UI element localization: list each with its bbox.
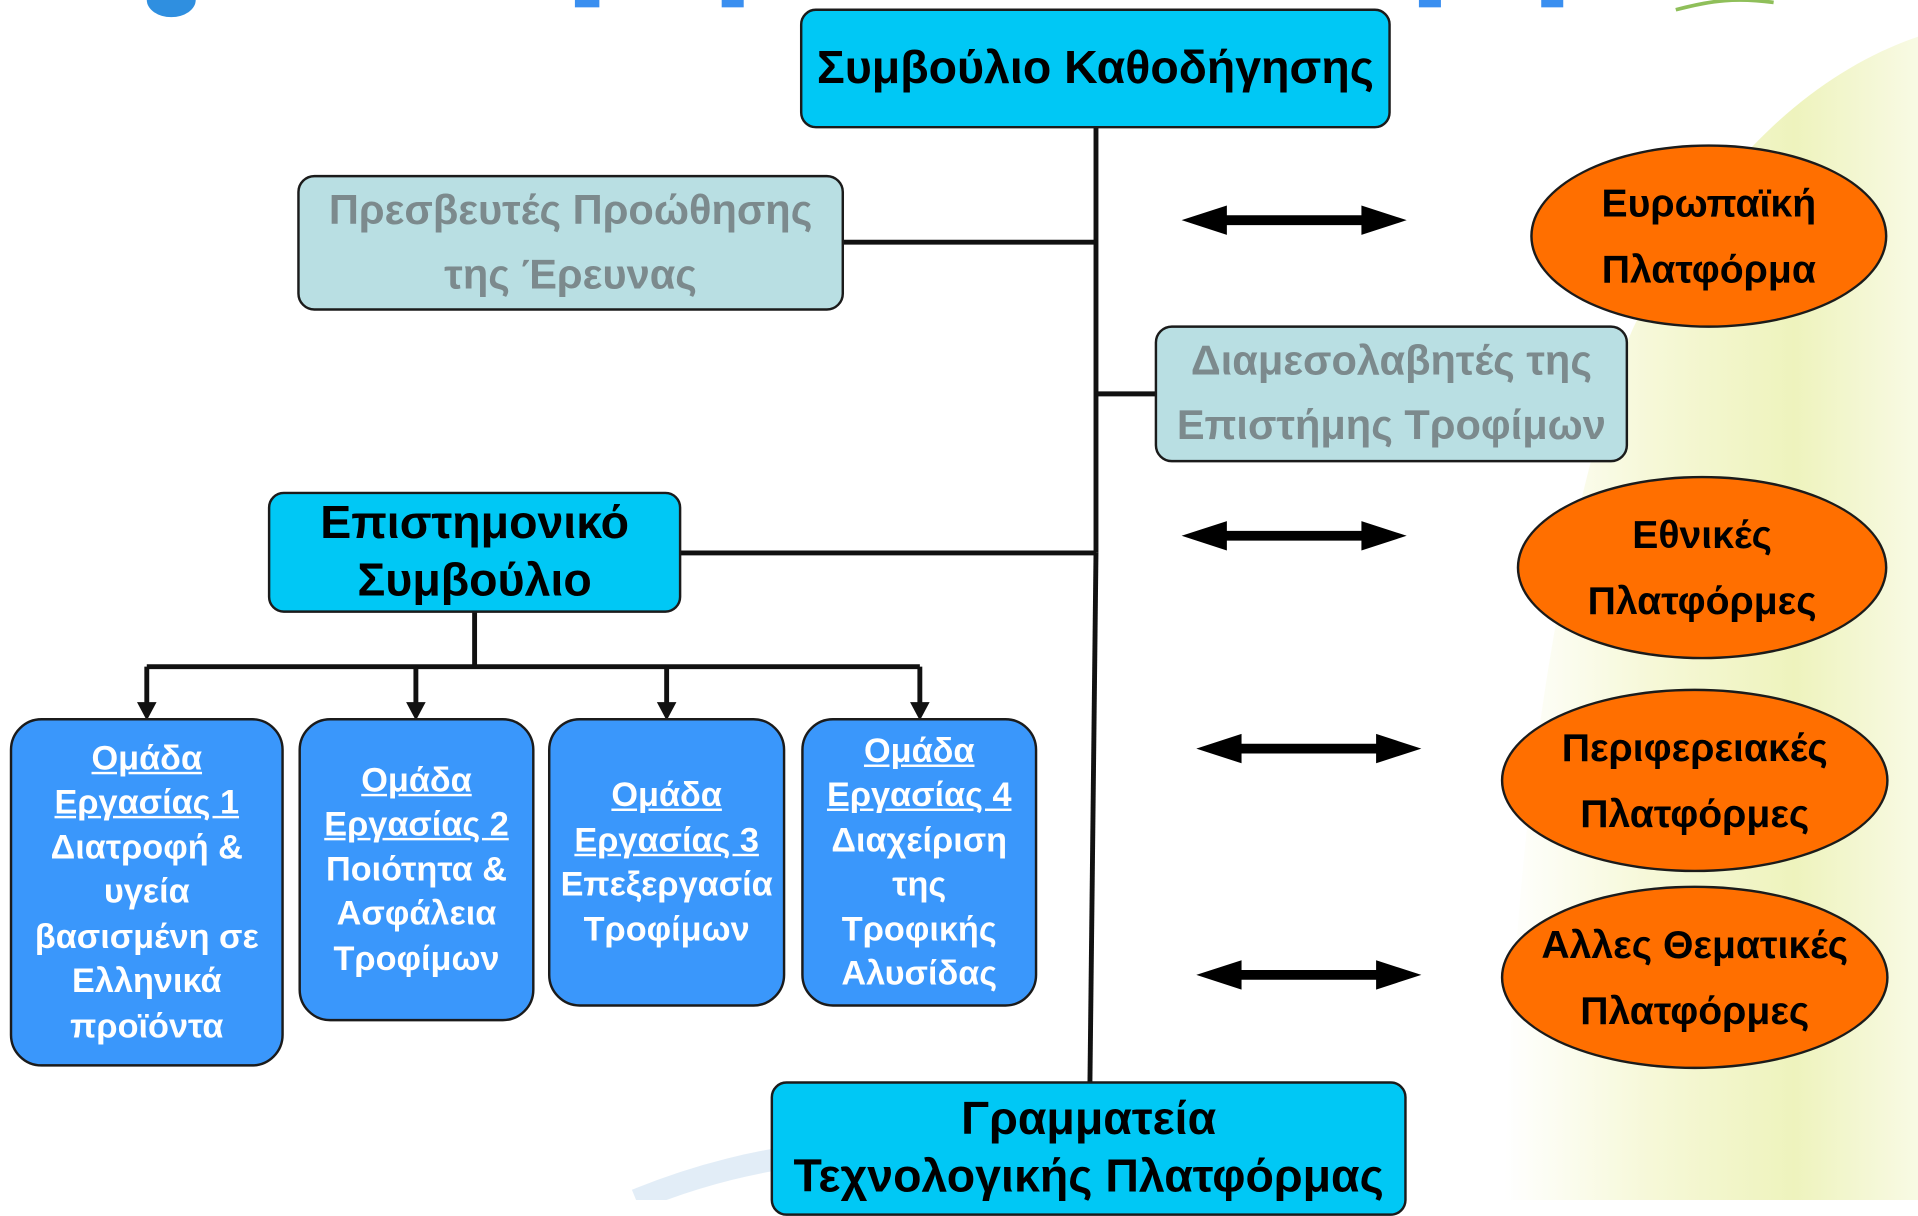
- working-group-description: βασισμένη σε: [34, 917, 259, 956]
- secretariat-label: Γραμματεία: [961, 1093, 1217, 1145]
- working-group-title: Ομάδα: [611, 775, 722, 814]
- platform-label: Αλλες Θεματικές: [1541, 922, 1849, 967]
- platform-label: Εθνικές: [1632, 512, 1772, 557]
- secretariat-box: Γραμματεία Τεχνολογικής Πλατφόρμας: [770, 1081, 1407, 1216]
- working-group-title: Ομάδα: [863, 730, 975, 769]
- double-arrow-icon: [1181, 205, 1407, 235]
- working-group-title: Εργασίας 2: [324, 805, 509, 844]
- working-group-title: Ομάδα: [91, 738, 203, 777]
- working-group-description: Τροφικής: [841, 909, 997, 948]
- working-group-description: προϊόντα: [70, 1006, 224, 1045]
- working-group-3-box: Ομάδα Εργασίας 3 Επεξεργασία Τροφίμων: [547, 718, 786, 1007]
- scientific-council-label: Επιστημονικό: [320, 497, 630, 549]
- working-group-description: Τροφίμων: [583, 909, 750, 948]
- working-group-title: Ομάδα: [361, 760, 472, 799]
- corner-logo-fragment: [146, 0, 196, 18]
- working-group-description: Ασφάλεια: [336, 894, 497, 933]
- wg3-arrowhead: [656, 702, 677, 721]
- title-fragment: [721, 0, 744, 8]
- steering-board-label: Συμβούλιο Καθοδήγησης: [816, 42, 1374, 94]
- food-science-mediators-label: Επιστήμης Τροφίμων: [1176, 402, 1606, 449]
- wg2-arrowhead: [406, 702, 426, 721]
- working-group-description: Ελληνικά: [72, 961, 222, 1000]
- double-arrow-icon: [1196, 733, 1422, 764]
- working-group-description: Διαχείριση: [831, 820, 1008, 859]
- secretariat-label: Τεχνολογικής Πλατφόρμας: [793, 1151, 1384, 1203]
- steering-board-box: Συμβούλιο Καθοδήγησης: [799, 8, 1391, 129]
- trunk-to-secretariat-line: [1087, 552, 1099, 1089]
- scientific-council-label: Συμβούλιο: [357, 554, 592, 607]
- working-group-description: της: [892, 864, 947, 903]
- corner-logo-fragment: [1675, 0, 1774, 12]
- title-fragment: [574, 0, 600, 8]
- working-group-title: Εργασίας 1: [54, 783, 240, 822]
- working-group-2-box: Ομάδα Εργασίας 2 Ποιότητα & Ασφάλεια Τρο…: [298, 718, 535, 1022]
- wg4-arrowhead: [910, 702, 930, 721]
- research-ambassadors-box: Πρεσβευτές Προώθησης της Έρευνας: [297, 174, 845, 311]
- platform-label: Πλατφόρμες: [1580, 988, 1810, 1033]
- platform-label: Πλατφόρμες: [1587, 578, 1817, 623]
- platform-label: Περιφερειακές: [1561, 725, 1828, 770]
- scientific-council-box: Επιστημονικό Συμβούλιο: [267, 491, 682, 613]
- title-fragment: [1418, 0, 1441, 8]
- food-science-mediators-label: Διαμεσολαβητές της: [1190, 337, 1592, 385]
- working-group-description: Τροφίμων: [333, 939, 500, 978]
- regional-platforms-oval: Περιφερειακές Πλατφόρμες: [1500, 688, 1889, 873]
- research-ambassadors-label: Πρεσβευτές Προώθησης: [328, 186, 813, 234]
- other-thematic-platforms-oval: Αλλες Θεματικές Πλατφόρμες: [1500, 885, 1889, 1070]
- national-platforms-oval: Εθνικές Πλατφόρμες: [1516, 475, 1888, 660]
- working-group-1-box: Ομάδα Εργασίας 1 Διατροφή & υγεία βασισμ…: [9, 718, 284, 1067]
- platform-label: Ευρωπαϊκή: [1601, 181, 1817, 226]
- food-science-mediators-box: Διαμεσολαβητές της Επιστήμης Τροφίμων: [1154, 325, 1629, 463]
- research-ambassadors-label: της Έρευνας: [444, 251, 697, 298]
- working-group-4-box: Ομάδα Εργασίας 4 Διαχείριση της Τροφικής…: [801, 718, 1038, 1007]
- platform-label: Πλατφόρμες: [1580, 791, 1810, 836]
- double-arrow-icon: [1196, 960, 1422, 990]
- wg1-arrowhead: [136, 702, 157, 721]
- title-fragment: [1541, 0, 1564, 8]
- working-group-title: Εργασίας 3: [574, 820, 759, 859]
- working-group-description: Επεξεργασία: [560, 864, 773, 903]
- working-group-description: Διατροφή &: [50, 827, 243, 866]
- european-platform-oval: Ευρωπαϊκή Πλατφόρμα: [1530, 144, 1888, 328]
- working-group-title: Εργασίας 4: [826, 775, 1012, 814]
- working-group-description: Αλυσίδας: [841, 954, 998, 993]
- working-group-description: Ποιότητα &: [326, 849, 507, 888]
- working-group-description: υγεία: [103, 872, 190, 911]
- platform-label: Πλατφόρμα: [1601, 247, 1816, 292]
- double-arrow-icon: [1181, 521, 1407, 551]
